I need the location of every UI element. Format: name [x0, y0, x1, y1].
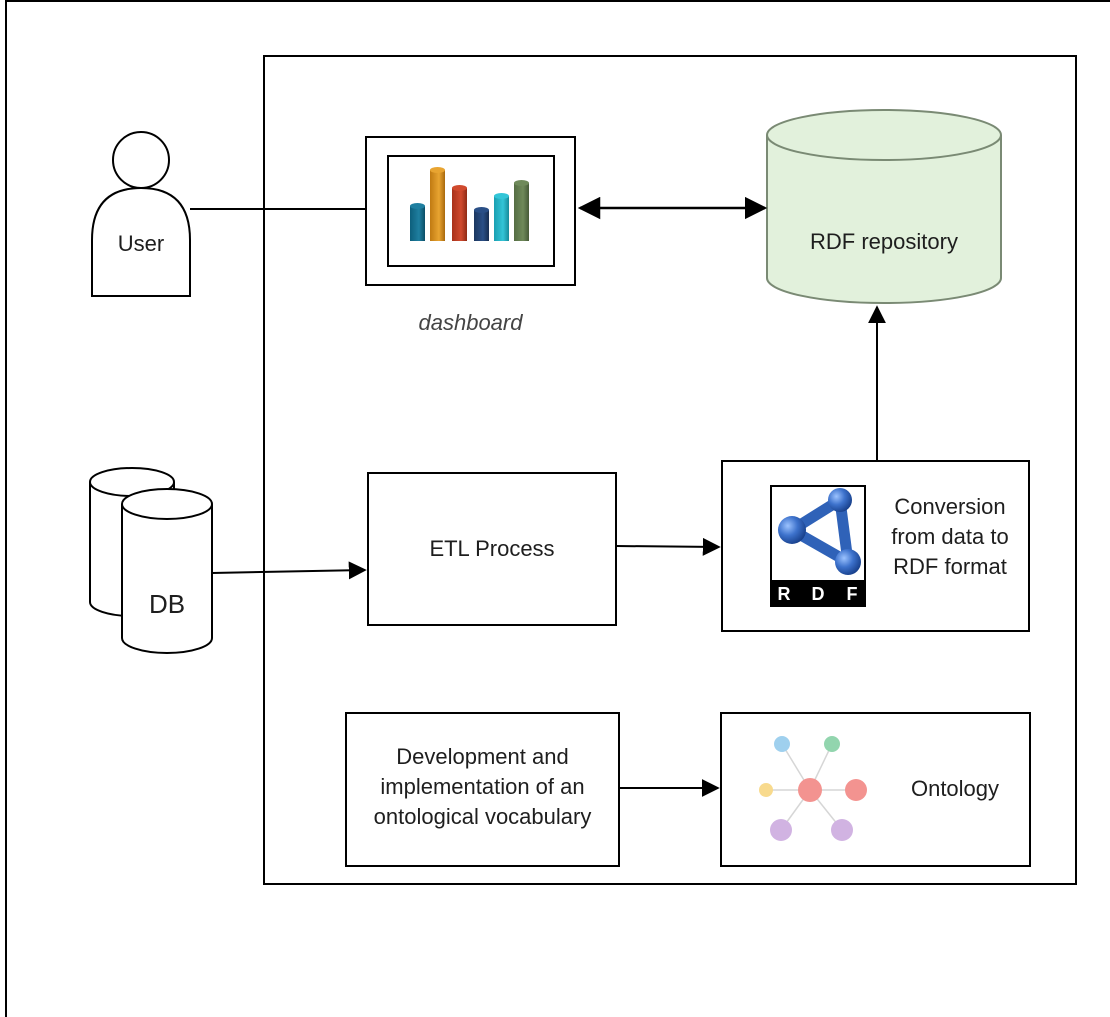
rdf-logo-letter-r: R [778, 584, 791, 604]
ontology-dev-line-2: implementation of an [380, 774, 585, 799]
bar-chart-icon-cap [474, 207, 489, 213]
bar-chart-icon-cap [430, 167, 445, 173]
ontology-graph-icon [759, 736, 867, 841]
conversion-label: Conversion from data to RDF format [880, 492, 1020, 582]
system-boundary [263, 55, 1077, 885]
bar-chart-icon-cap [410, 203, 425, 209]
rdf-repository-label: RDF repository [810, 229, 958, 254]
db-to-etl-arrow [211, 561, 367, 580]
bar-chart-icon-cap [514, 180, 529, 186]
bar-chart-icon-bar [430, 170, 445, 241]
bar-chart-icon [410, 167, 529, 241]
rdf-logo-letter-f: F [847, 584, 858, 604]
db-icon [89, 467, 213, 654]
rdf-logo-icon: R D F [770, 485, 866, 607]
bar-chart-icon-bar [514, 183, 529, 241]
etl-to-conversion-arrow [615, 537, 721, 556]
bar-chart-icon-cap [452, 185, 467, 191]
bar-chart-icon-bar [452, 188, 467, 241]
bar-chart-icon-bar [410, 206, 425, 241]
user-label: User [117, 231, 165, 256]
ontology-dev-box [345, 712, 620, 867]
rdf-repository-cylinder [766, 109, 1002, 304]
conversion-line-2: from data to [891, 524, 1009, 549]
outer-frame [5, 0, 1110, 1017]
db-label: DB [148, 589, 186, 619]
ontology-dev-label: Development and implementation of an ont… [346, 742, 619, 832]
conversion-line-1: Conversion [894, 494, 1006, 519]
ontology-dev-line-1: Development and [396, 744, 569, 769]
bar-chart-icon-bar [474, 210, 489, 241]
etl-label: ETL Process [429, 536, 555, 561]
ontology-dev-line-3: ontological vocabulary [373, 804, 592, 829]
bar-chart-icon-cap [494, 193, 509, 199]
dashboard-box [365, 136, 576, 286]
bar-chart-icon-bar [494, 196, 509, 241]
rdf-logo-letter-d: D [812, 584, 825, 604]
conversion-line-3: RDF format [893, 554, 1007, 579]
ontology-label: Ontology [910, 776, 1000, 801]
etl-box [367, 472, 617, 626]
user-actor [91, 131, 191, 297]
dashboard-label: dashboard [418, 310, 523, 335]
